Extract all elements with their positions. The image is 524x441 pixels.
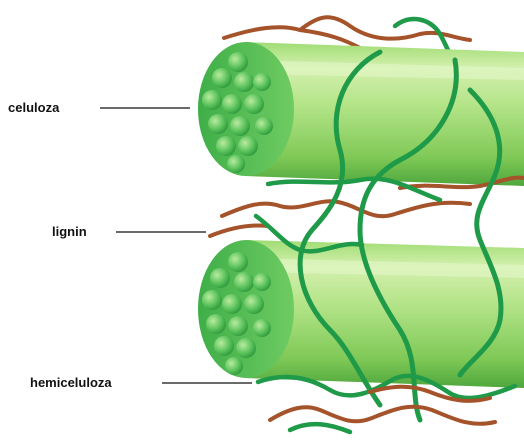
cellulose-microfibril-icon [253, 73, 271, 91]
cellulose-microfibril-icon [244, 294, 264, 314]
cellulose-microfibril-icon [222, 94, 242, 114]
cellulose-microfibril-icon [202, 290, 222, 310]
lignin-strand [210, 225, 268, 236]
cellulose-microfibril-icon [202, 90, 222, 110]
cellulose-label: celuloza [8, 100, 60, 115]
cellulose-microfibril-icon [234, 72, 254, 92]
hemicellulose-strand [290, 424, 350, 432]
cellulose-microfibril-icon [238, 136, 258, 156]
label-hemicellulose: hemiceluloza [30, 375, 252, 390]
lignin-strand [222, 201, 470, 216]
cellulose-microfibril-icon [208, 114, 228, 134]
cellulose-fiber-bottom [198, 240, 524, 388]
cellulose-microfibril-icon [234, 272, 254, 292]
lignin-label: lignin [52, 224, 87, 239]
cellulose-microfibril-icon [222, 294, 242, 314]
cellulose-microfibril-icon [230, 116, 250, 136]
cellulose-microfibril-icon [214, 336, 234, 356]
cellulose-microfibril-icon [253, 273, 271, 291]
cellulose-microfibril-icon [216, 136, 236, 156]
cellulose-microfibril-icon [228, 316, 248, 336]
cellulose-microfibril-icon [227, 155, 245, 173]
hemicellulose-label: hemiceluloza [30, 375, 112, 390]
cellulose-microfibril-icon [206, 314, 226, 334]
cellulose-microfibril-icon [244, 94, 264, 114]
cellulose-microfibril-icon [228, 252, 248, 272]
cellulose-microfibril-icon [228, 52, 248, 72]
cellulose-microfibril-icon [236, 338, 256, 358]
cellulose-microfibril-icon [225, 357, 243, 375]
cellulose-microfibril-icon [210, 268, 230, 288]
label-cellulose: celuloza [8, 100, 190, 115]
label-lignin: lignin [52, 224, 206, 239]
lignin-strand [270, 407, 495, 424]
cellulose-microfibril-icon [212, 68, 232, 88]
cellulose-microfibril-icon [253, 319, 271, 337]
cellulose-microfibril-icon [255, 117, 273, 135]
